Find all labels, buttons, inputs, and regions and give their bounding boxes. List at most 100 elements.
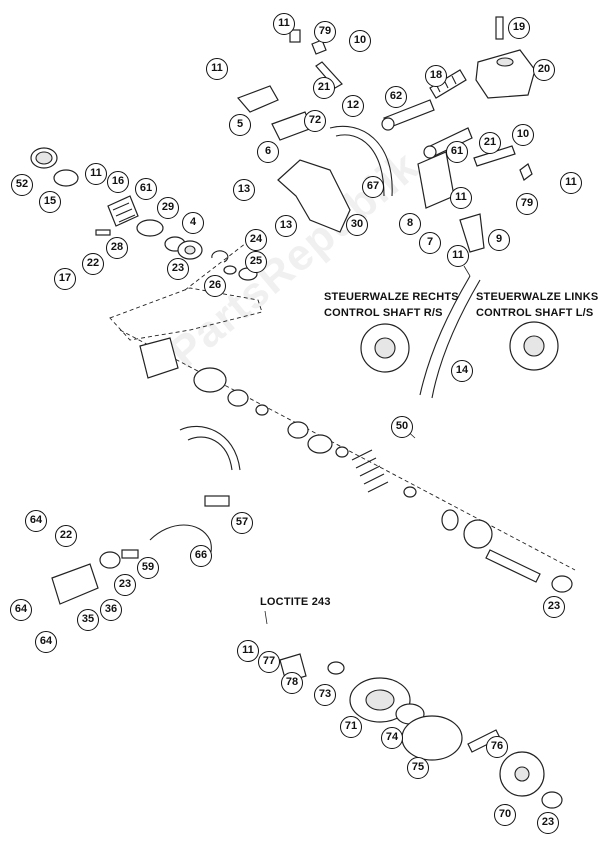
part-79-clip-right bbox=[519, 163, 533, 181]
part-shaft-pin bbox=[485, 549, 541, 583]
part-bearing-1 bbox=[227, 389, 249, 407]
callout-64[interactable]: 64 bbox=[25, 510, 47, 532]
callout-25[interactable]: 25 bbox=[245, 251, 267, 273]
part-71-housing bbox=[349, 677, 411, 723]
callout-11[interactable]: 11 bbox=[447, 245, 469, 267]
callout-12[interactable]: 12 bbox=[342, 95, 364, 117]
callout-8[interactable]: 8 bbox=[399, 213, 421, 235]
callout-4[interactable]: 4 bbox=[182, 212, 204, 234]
part-23-bearing-left bbox=[177, 240, 203, 260]
callout-66[interactable]: 66 bbox=[190, 545, 212, 567]
callout-64[interactable]: 64 bbox=[10, 599, 32, 621]
leader-lines bbox=[264, 265, 471, 625]
callout-11[interactable]: 11 bbox=[237, 640, 259, 662]
callout-6[interactable]: 6 bbox=[257, 141, 279, 163]
callout-5[interactable]: 5 bbox=[229, 114, 251, 136]
callout-70[interactable]: 70 bbox=[494, 804, 516, 826]
callout-13[interactable]: 13 bbox=[275, 215, 297, 237]
control-shaft-ls-label-de: STEUERWALZE LINKS bbox=[476, 291, 599, 303]
callout-36[interactable]: 36 bbox=[100, 599, 122, 621]
callout-10[interactable]: 10 bbox=[349, 30, 371, 52]
callout-79[interactable]: 79 bbox=[516, 193, 538, 215]
callout-29[interactable]: 29 bbox=[157, 197, 179, 219]
control-shaft-ls bbox=[509, 321, 559, 371]
callout-79[interactable]: 79 bbox=[314, 21, 336, 43]
callout-67[interactable]: 67 bbox=[362, 176, 384, 198]
part-washer-1 bbox=[255, 404, 269, 416]
callout-10[interactable]: 10 bbox=[512, 124, 534, 146]
part-14-cable bbox=[419, 275, 481, 399]
callout-62[interactable]: 62 bbox=[385, 86, 407, 108]
part-flyweight bbox=[193, 367, 227, 393]
callout-24[interactable]: 24 bbox=[245, 229, 267, 251]
callout-72[interactable]: 72 bbox=[304, 110, 326, 132]
callout-64[interactable]: 64 bbox=[35, 631, 57, 653]
callout-14[interactable]: 14 bbox=[451, 360, 473, 382]
part-75-oring bbox=[401, 715, 463, 761]
callout-11[interactable]: 11 bbox=[450, 187, 472, 209]
callout-16[interactable]: 16 bbox=[107, 171, 129, 193]
callout-7[interactable]: 7 bbox=[419, 232, 441, 254]
callout-30[interactable]: 30 bbox=[346, 214, 368, 236]
callout-28[interactable]: 28 bbox=[106, 237, 128, 259]
part-bearing-3 bbox=[307, 434, 333, 454]
callout-11[interactable]: 11 bbox=[85, 163, 107, 185]
part-28-pin bbox=[95, 229, 111, 236]
part-15-ring bbox=[53, 169, 79, 187]
control-shaft-ls-label-en: CONTROL SHAFT L/S bbox=[476, 307, 594, 319]
callout-35[interactable]: 35 bbox=[77, 609, 99, 631]
callout-11[interactable]: 11 bbox=[206, 58, 228, 80]
callout-61[interactable]: 61 bbox=[446, 141, 468, 163]
part-9-lever bbox=[459, 213, 485, 253]
part-19-pin bbox=[495, 16, 504, 40]
callout-21[interactable]: 21 bbox=[313, 77, 335, 99]
callout-23[interactable]: 23 bbox=[114, 574, 136, 596]
callout-76[interactable]: 76 bbox=[486, 736, 508, 758]
callout-20[interactable]: 20 bbox=[533, 59, 555, 81]
part-18-spring bbox=[429, 69, 467, 99]
callout-23[interactable]: 23 bbox=[167, 258, 189, 280]
callout-15[interactable]: 15 bbox=[39, 191, 61, 213]
callout-50[interactable]: 50 bbox=[391, 416, 413, 438]
callout-11[interactable]: 11 bbox=[560, 172, 582, 194]
callout-57[interactable]: 57 bbox=[231, 512, 253, 534]
callout-61[interactable]: 61 bbox=[135, 178, 157, 200]
part-36-seal bbox=[99, 551, 121, 569]
callout-22[interactable]: 22 bbox=[55, 525, 77, 547]
callout-18[interactable]: 18 bbox=[425, 65, 447, 87]
callout-19[interactable]: 19 bbox=[508, 17, 530, 39]
alignment-guide bbox=[109, 287, 263, 341]
callout-52[interactable]: 52 bbox=[11, 174, 33, 196]
part-ring-1 bbox=[441, 509, 459, 531]
callout-23[interactable]: 23 bbox=[537, 812, 559, 834]
callout-21[interactable]: 21 bbox=[479, 132, 501, 154]
callout-9[interactable]: 9 bbox=[488, 229, 510, 251]
callout-26[interactable]: 26 bbox=[204, 275, 226, 297]
loctite-label: LOCTITE 243 bbox=[260, 596, 331, 608]
callout-75[interactable]: 75 bbox=[407, 757, 429, 779]
part-5-plate bbox=[236, 85, 279, 113]
callout-23[interactable]: 23 bbox=[543, 596, 565, 618]
callout-77[interactable]: 77 bbox=[258, 651, 280, 673]
control-shaft-rs-label-en: CONTROL SHAFT R/S bbox=[324, 307, 443, 319]
part-24-circlip bbox=[211, 250, 229, 263]
part-21-bolt-top bbox=[315, 61, 343, 89]
part-spring-main bbox=[351, 449, 389, 493]
part-35-gasket bbox=[51, 563, 99, 605]
callout-71[interactable]: 71 bbox=[340, 716, 362, 738]
part-30-cover bbox=[277, 159, 351, 233]
callout-59[interactable]: 59 bbox=[137, 557, 159, 579]
callout-78[interactable]: 78 bbox=[281, 672, 303, 694]
callout-22[interactable]: 22 bbox=[82, 253, 104, 275]
control-shaft-rs bbox=[360, 323, 410, 373]
part-26-washer bbox=[223, 265, 237, 275]
part-bearing-2 bbox=[287, 421, 309, 439]
part-8-gasket bbox=[417, 151, 455, 209]
callout-13[interactable]: 13 bbox=[233, 179, 255, 201]
part-70-gear bbox=[499, 751, 545, 797]
callout-73[interactable]: 73 bbox=[314, 684, 336, 706]
part-governor bbox=[139, 337, 179, 379]
callout-11[interactable]: 11 bbox=[273, 13, 295, 35]
callout-74[interactable]: 74 bbox=[381, 727, 403, 749]
callout-17[interactable]: 17 bbox=[54, 268, 76, 290]
